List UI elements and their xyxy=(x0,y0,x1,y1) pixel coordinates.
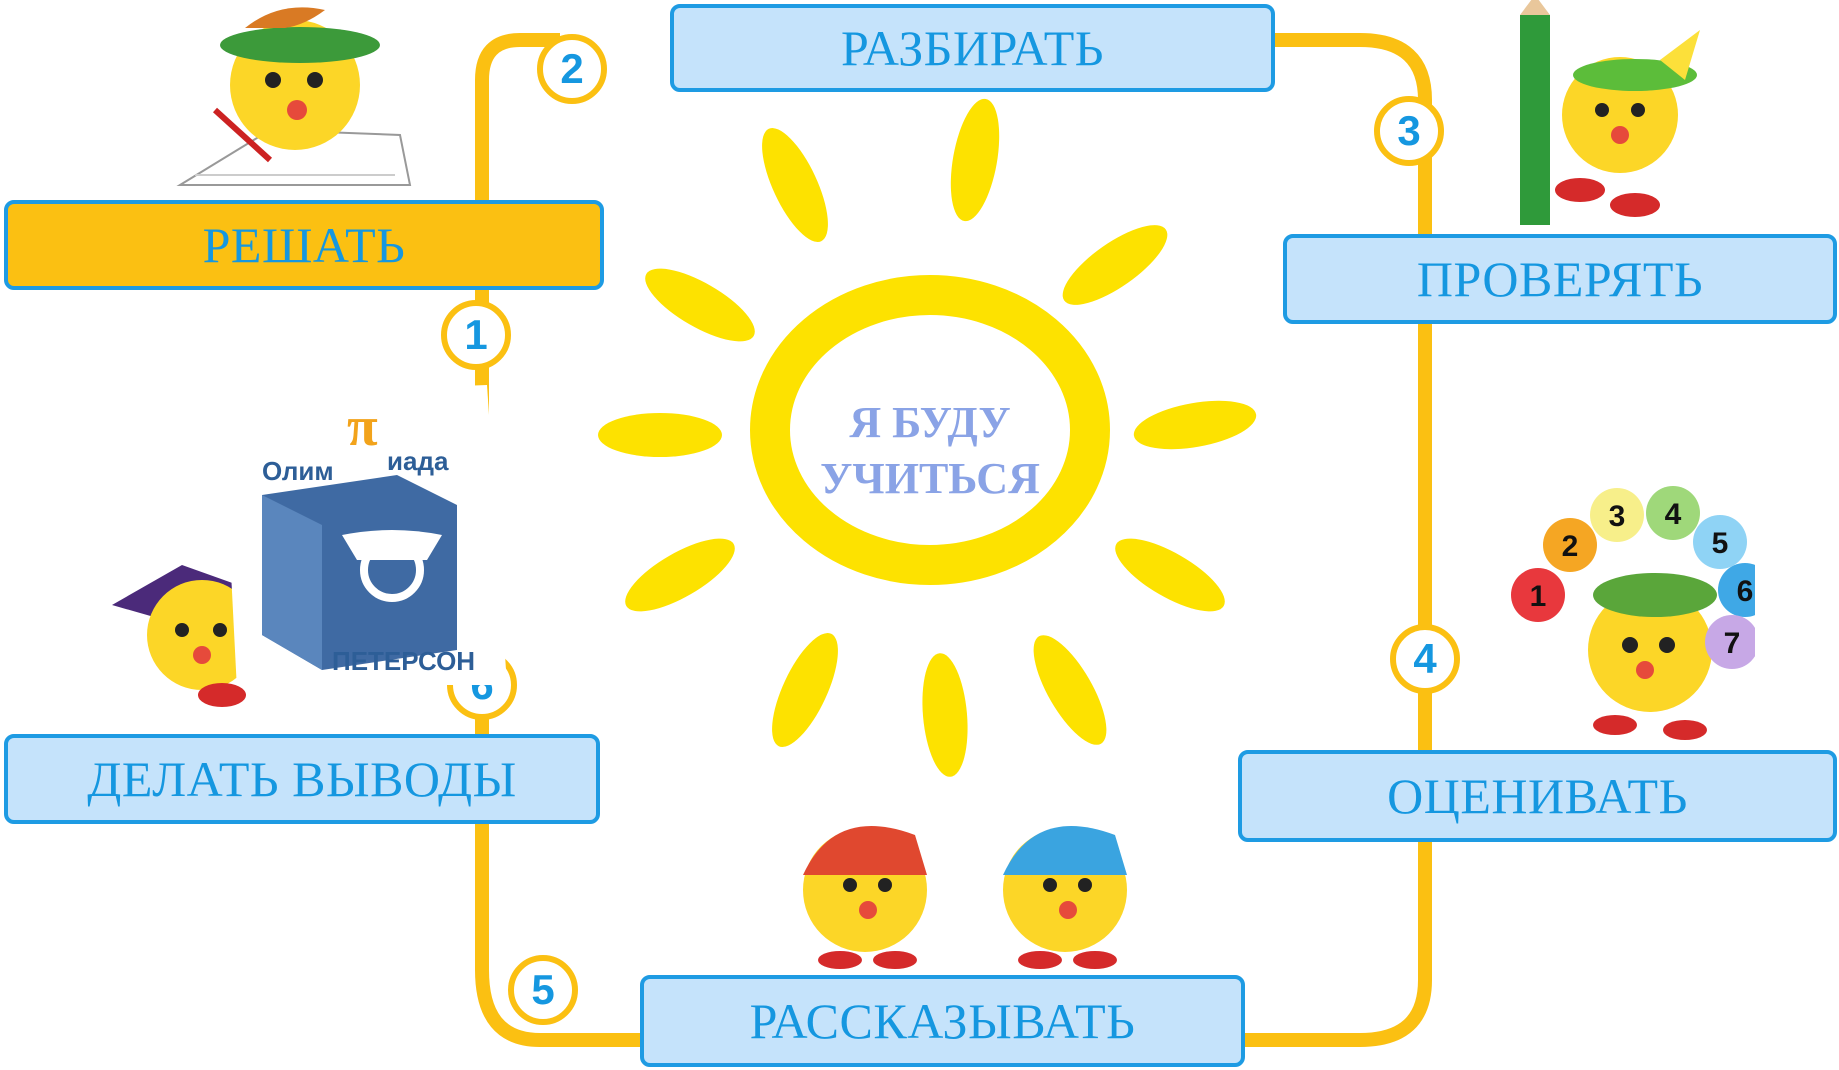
logo-text-olim: Олим xyxy=(262,456,334,486)
center-title: Я БУДУ УЧИТЬСЯ xyxy=(800,395,1060,507)
step-number-1: 1 xyxy=(441,300,511,370)
step-number-4: 4 xyxy=(1390,624,1460,694)
step-box-proveryat: ПРОВЕРЯТЬ xyxy=(1283,234,1837,324)
step-box-reshat: РЕШАТЬ xyxy=(4,200,604,290)
step-label-otsenivat: ОЦЕНИВАТЬ xyxy=(1387,768,1688,824)
rating-circle-label-4: 4 xyxy=(1665,498,1682,531)
rating-circle-6 xyxy=(1718,563,1755,617)
step-box-otsenivat: ОЦЕНИВАТЬ xyxy=(1238,750,1837,842)
rating-circle-1 xyxy=(1511,568,1565,622)
step-box-rasskazyvat: РАССКАЗЫВАТЬ xyxy=(640,975,1245,1067)
rating-circles: 123 456 7 xyxy=(1511,486,1755,669)
step-label-reshat: РЕШАТЬ xyxy=(202,217,406,273)
step-label-rasskazyvat: РАССКАЗЫВАТЬ xyxy=(749,993,1136,1049)
character-writing-image xyxy=(176,7,412,186)
character-graduate-image xyxy=(112,565,257,707)
two-characters-image xyxy=(803,826,1127,969)
step-box-razbirat: РАЗБИРАТЬ xyxy=(670,4,1275,92)
rating-circle-4 xyxy=(1646,486,1700,540)
rating-circle-7 xyxy=(1705,615,1755,669)
rating-circle-label-7: 7 xyxy=(1724,627,1741,660)
logo-text-iada: иада xyxy=(387,446,449,476)
step-label-delat-vyvody: ДЕЛАТЬ ВЫВОДЫ xyxy=(87,751,517,807)
rating-circle-label-3: 3 xyxy=(1609,500,1626,533)
rating-circle-label-1: 1 xyxy=(1530,580,1547,613)
rating-circle-5 xyxy=(1693,515,1747,569)
rating-character-image: 123 456 7 xyxy=(1511,486,1755,740)
step-label-razbirat: РАЗБИРАТЬ xyxy=(840,20,1105,76)
rating-circle-2 xyxy=(1543,518,1597,572)
step-number-5: 5 xyxy=(508,955,578,1025)
step-number-2: 2 xyxy=(537,34,607,104)
logo-pi-symbol: π xyxy=(347,396,378,458)
rating-circle-label-6: 6 xyxy=(1737,575,1754,608)
rating-circle-label-5: 5 xyxy=(1712,527,1729,560)
sun-rays xyxy=(598,98,1257,777)
center-title-line-1: Я БУДУ xyxy=(849,398,1011,447)
step-box-delat-vyvody: ДЕЛАТЬ ВЫВОДЫ xyxy=(4,734,600,824)
logo-text-peterson: ПЕТЕРСОН xyxy=(332,646,475,676)
step-number-3: 3 xyxy=(1374,96,1444,166)
rating-circle-label-2: 2 xyxy=(1562,530,1579,563)
step-label-proveryat: ПРОВЕРЯТЬ xyxy=(1416,251,1704,307)
olympiad-peterson-logo: Олим π иада ПЕТЕРСОН xyxy=(222,385,507,685)
rating-circle-3 xyxy=(1590,488,1644,542)
character-pencil-image xyxy=(1520,0,1700,225)
center-title-line-2: УЧИТЬСЯ xyxy=(820,454,1040,503)
